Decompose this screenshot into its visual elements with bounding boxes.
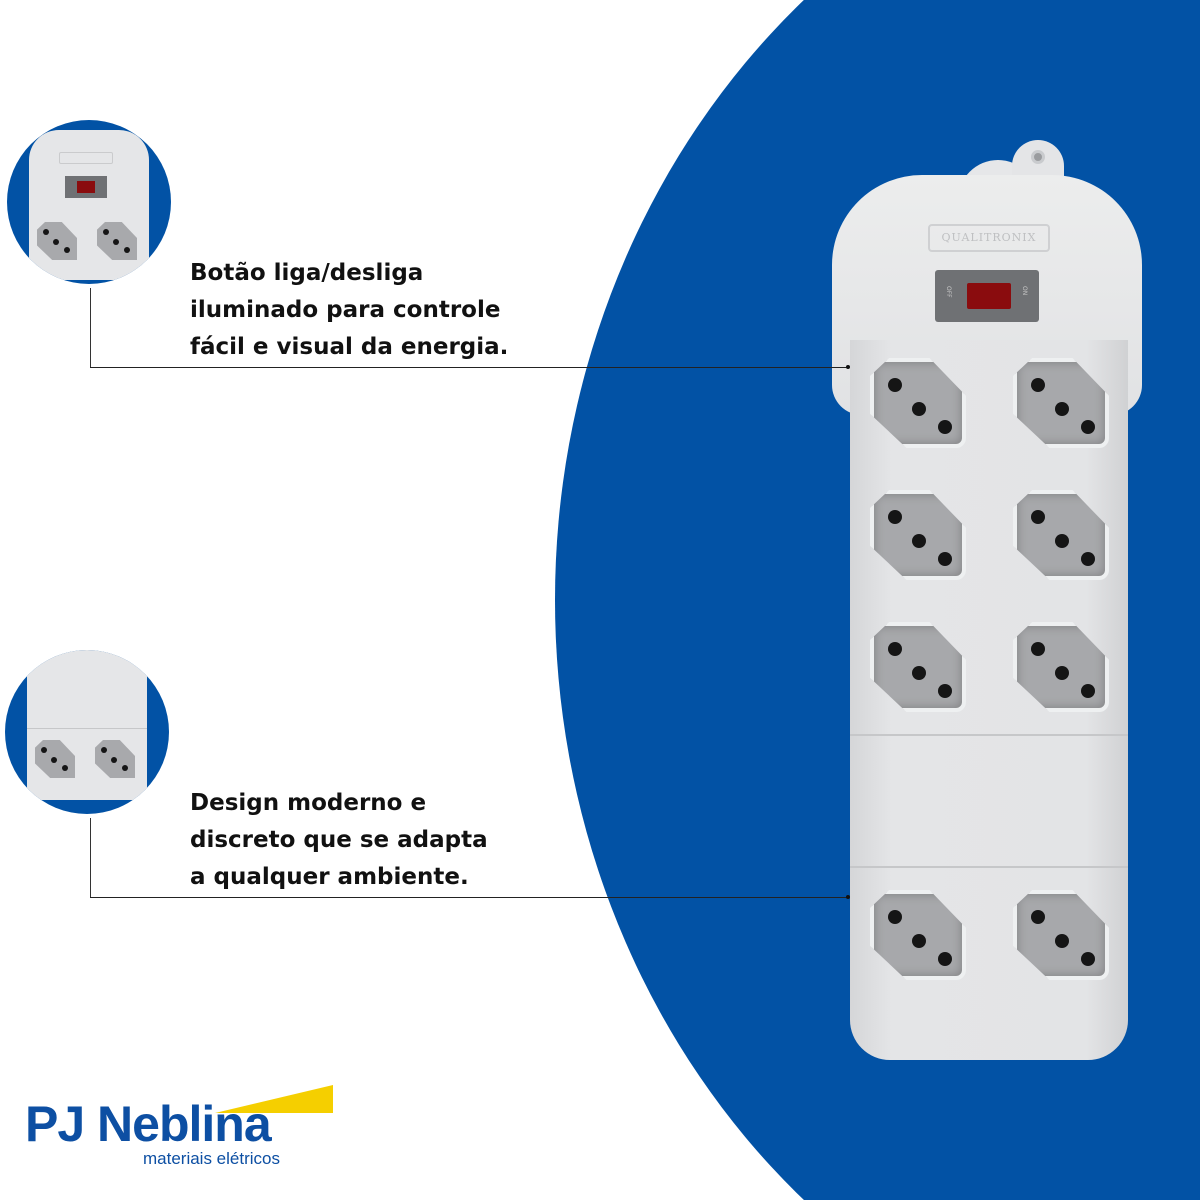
panel-seam: [850, 734, 1128, 736]
thumb-switch-icon: [65, 176, 107, 198]
thumb-socket-icon: [97, 222, 137, 260]
callout-line: Design moderno e: [190, 790, 427, 816]
hanging-hole-icon: [1031, 150, 1045, 164]
connector-line: [90, 288, 91, 368]
switch-label-off: OFF: [945, 286, 952, 298]
connector-dot: [846, 895, 850, 899]
switch-rocker-light: [967, 283, 1011, 309]
connector-dot: [846, 365, 850, 369]
callout-line: a qualquer ambiente.: [190, 864, 469, 890]
power-switch: OFF ON: [935, 270, 1039, 322]
callout-line: Botão liga/desliga: [190, 260, 424, 286]
connector-line: [90, 897, 848, 898]
thumb-socket-icon: [95, 740, 135, 778]
logo-tagline: materiais elétricos: [143, 1149, 280, 1168]
thumb-socket-icon: [37, 222, 77, 260]
callout-design-text: Design moderno e discreto que se adapta …: [190, 785, 570, 896]
logo-name: PJ Neblina: [25, 1096, 272, 1152]
brand-plate: QUALITRONIX: [928, 224, 1050, 252]
thumb-socket-icon: [35, 740, 75, 778]
callout-line: fácil e visual da energia.: [190, 334, 509, 360]
callout-line: discreto que se adapta: [190, 827, 488, 853]
thumb-strip: [27, 650, 147, 800]
panel-seam: [850, 866, 1128, 868]
thumb-panel-seam: [27, 728, 147, 729]
power-strip-image: QUALITRONIX OFF ON: [830, 140, 1150, 1060]
thumb-brand-plate: [59, 152, 113, 164]
pj-neblina-logo: PJ Neblina materiais elétricos: [25, 1085, 333, 1175]
callout-line: iluminado para controle: [190, 297, 501, 323]
switch-closeup-thumbnail: [7, 120, 171, 284]
callout-switch-text: Botão liga/desliga iluminado para contro…: [190, 255, 570, 366]
thumb-strip: [29, 130, 149, 280]
switch-label-on: ON: [1021, 286, 1028, 296]
connector-line: [90, 818, 91, 898]
design-closeup-thumbnail: [5, 650, 169, 814]
connector-line: [90, 367, 848, 368]
